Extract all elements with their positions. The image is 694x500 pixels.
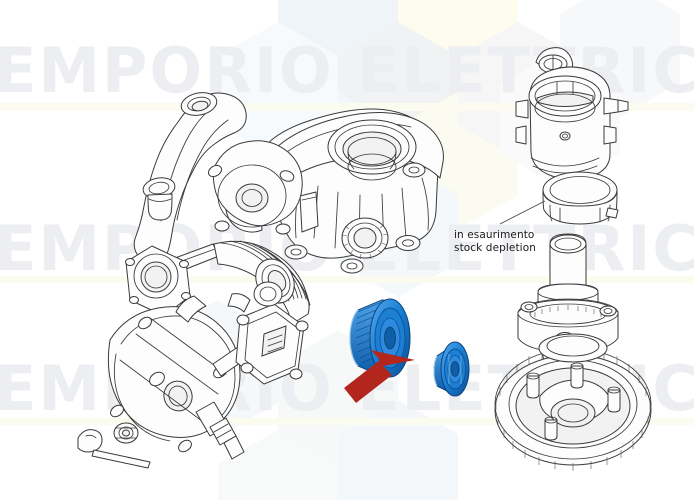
annotation-line-italian: in esaurimento <box>454 229 535 241</box>
annotation-line-english: stock depletion <box>454 241 536 254</box>
highlighted-ball-bearing <box>433 341 470 397</box>
stock-depletion-annotation: in esaurimento stock depletion <box>454 229 536 254</box>
part-large-ring-gear <box>494 333 652 471</box>
part-small-fittings <box>77 422 151 469</box>
